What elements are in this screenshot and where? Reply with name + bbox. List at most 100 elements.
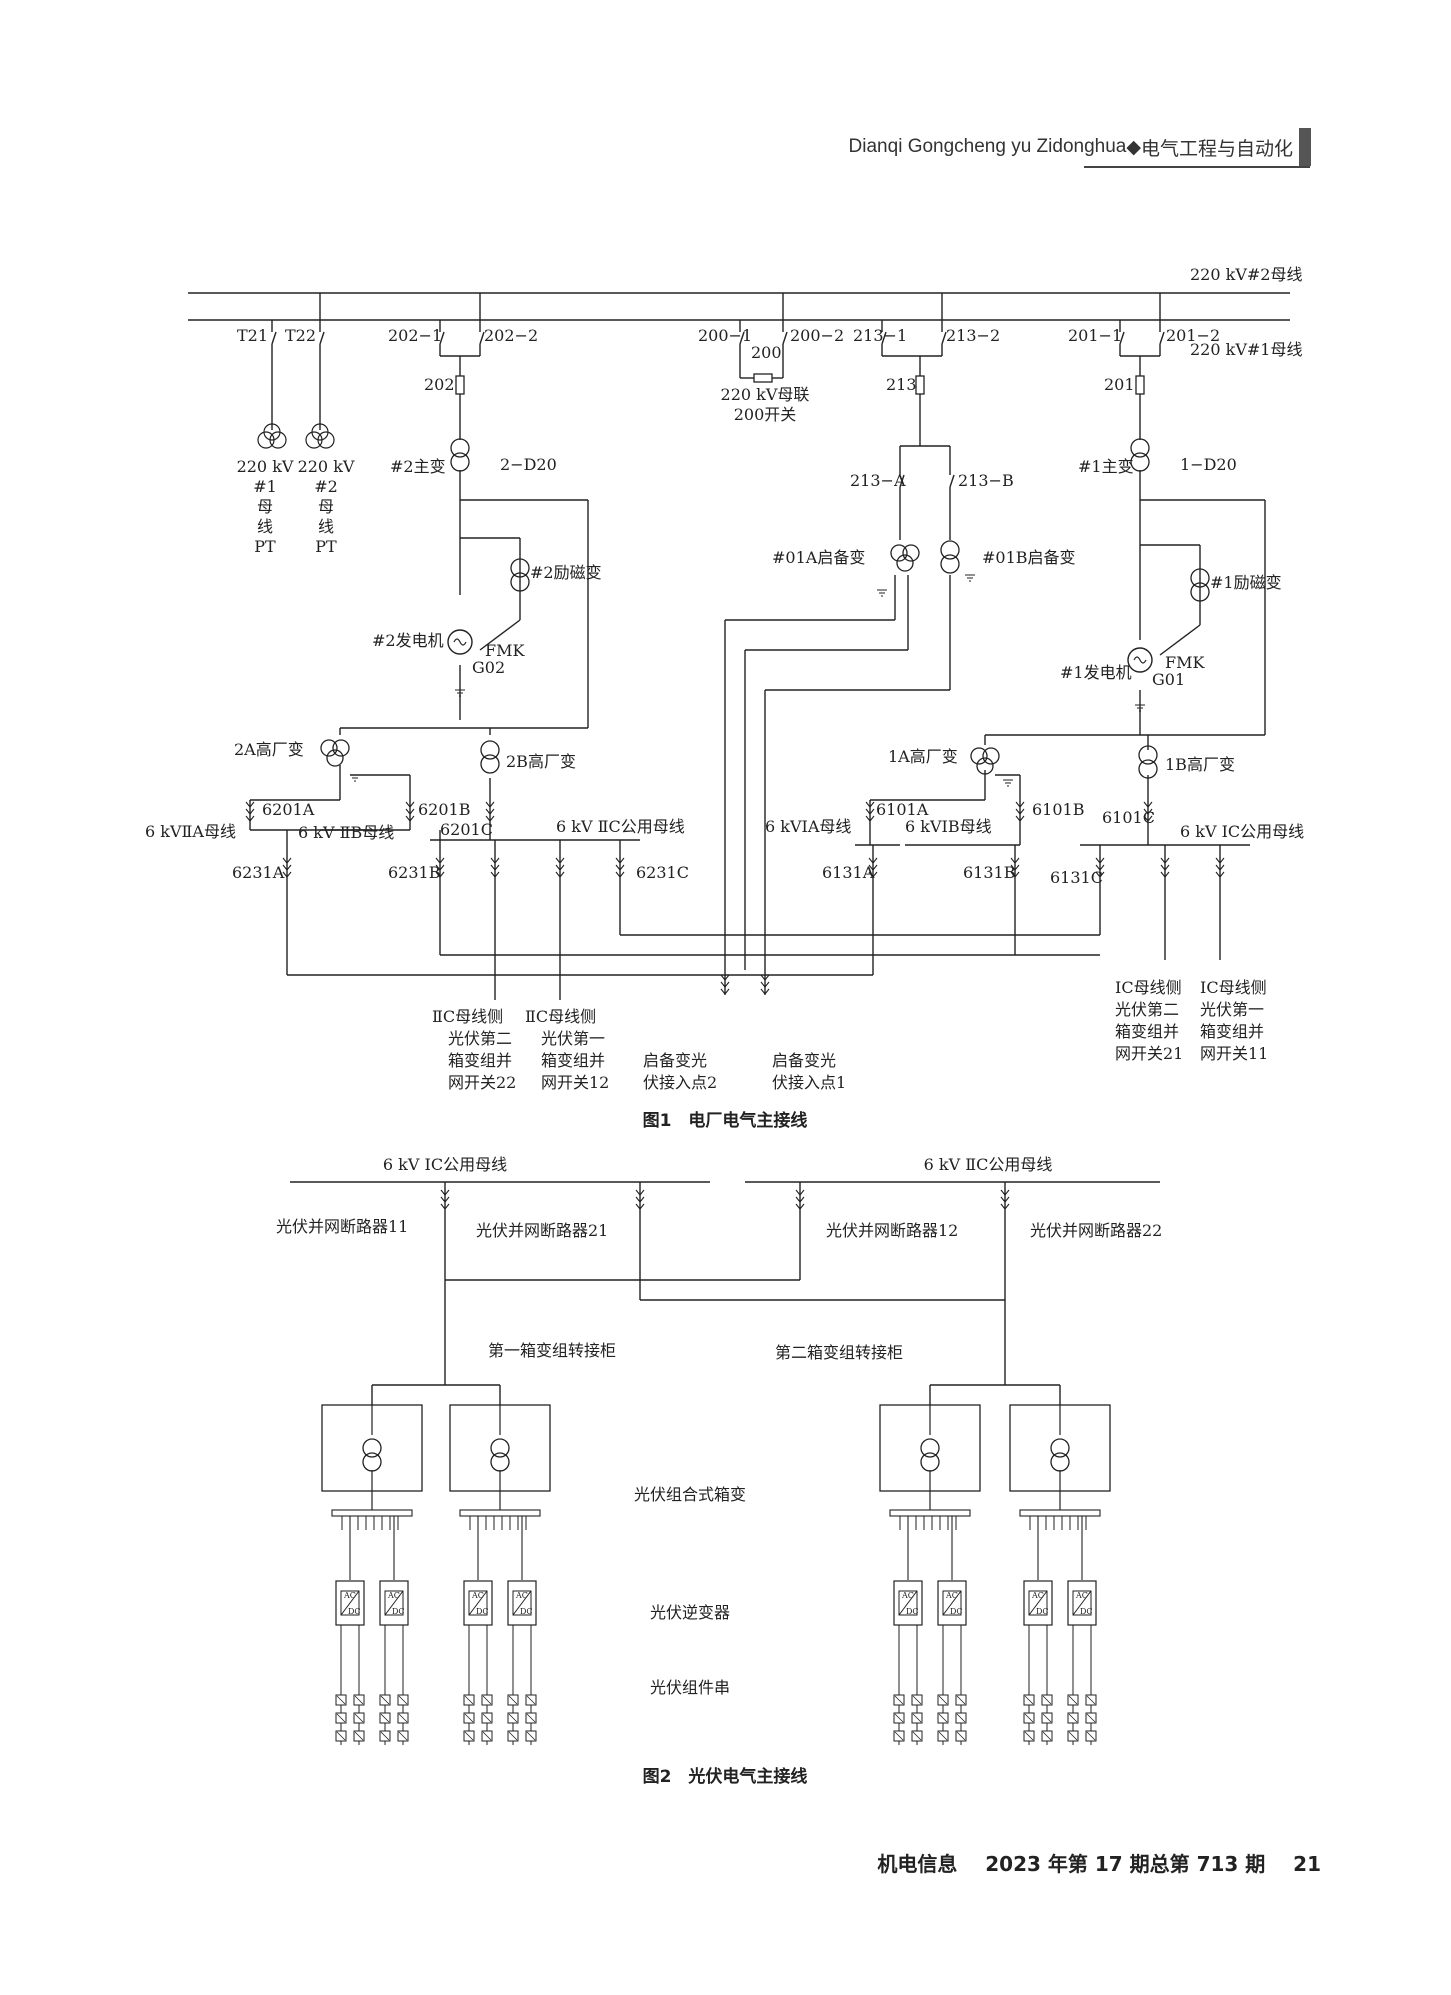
inverter-dc-label: DC: [906, 1607, 919, 1616]
out-IC11-line-3: 网开关11: [1200, 1044, 1268, 1063]
fig1-caption: 图1 电厂电气主接线: [643, 1110, 808, 1131]
out-IIC12-line-0: ⅡC母线侧: [525, 1007, 596, 1026]
bus-1-label: 220 kV#1母线: [1190, 340, 1302, 359]
aux-2A-label: 2A高厂变: [234, 740, 304, 759]
fig2-breaker-12: 光伏并网断路器12: [826, 1221, 958, 1240]
main-transformer-1: [1130, 438, 1150, 472]
switch-213-2: 213−2: [946, 326, 1000, 345]
cb-6131A: 6131A: [822, 863, 875, 882]
bus-IC-label: 6 kV ⅠC公用母线: [1180, 822, 1304, 841]
aux-transformer-2B: [480, 740, 500, 774]
header-pinyin: Dianqi Gongcheng yu Zidonghua: [848, 136, 1127, 157]
out-IIC12-line-1: 光伏第一: [541, 1029, 605, 1048]
cb-6131C: 6131C: [1050, 868, 1103, 887]
running-header: Dianqi Gongcheng yu Zidonghua◆电气工程与自动化: [849, 128, 1311, 166]
bus-IB-label: 6 kVⅠB母线: [905, 817, 992, 836]
aux-2B-label: 2B高厂变: [506, 752, 576, 771]
out-IIC22-line-3: 网开关22: [448, 1073, 516, 1092]
out-sp2-line-1: 伏接入点2: [643, 1073, 717, 1092]
pv-unit-3: AC DC AC DC: [879, 1404, 981, 1745]
out-IIC12-line-2: 箱变组并: [541, 1051, 605, 1070]
pt1-line-0: 220 kV: [237, 457, 294, 476]
generator-2-symbol: [447, 629, 473, 655]
fig2-breaker-11: 光伏并网断路器11: [276, 1217, 408, 1236]
breaker-213: [915, 375, 925, 395]
fig2-string: 光伏组件串: [650, 1678, 730, 1697]
out-IIC22: ⅡC母线侧 光伏第二 箱变组并 网开关22: [432, 1007, 516, 1092]
main-transformer-2-label: #2主变: [390, 457, 446, 476]
fig2-inverter: 光伏逆变器: [650, 1603, 730, 1622]
tie-label-1: 220 kV母联: [721, 385, 810, 404]
main-transformer-2: [450, 438, 470, 472]
out-sp1-line-0: 启备变光: [772, 1051, 836, 1070]
breaker-202: [455, 375, 465, 395]
footer-page: 21: [1293, 1852, 1321, 1876]
inverter-dc-label: DC: [520, 1607, 533, 1616]
cb-6101C: 6101C: [1102, 808, 1155, 827]
cb-6201C: 6201C: [440, 820, 493, 839]
inverter-ac-label: AC: [945, 1591, 958, 1600]
startup-01A-label: #01A启备变: [772, 548, 865, 567]
fig2-breaker-21: 光伏并网断路器21: [476, 1221, 608, 1240]
switch-T22: T22: [285, 326, 316, 345]
cb-6101A: 6101A: [876, 800, 929, 819]
fmk-2-label: FMK: [485, 641, 525, 660]
out-IIC22-line-2: 箱变组并: [448, 1051, 512, 1070]
breaker-202-label: 202: [424, 375, 455, 394]
tie-label-2: 200开关: [734, 405, 797, 424]
header-rule: [1084, 166, 1310, 168]
out-sp2: 启备变光 伏接入点2: [643, 1051, 717, 1092]
exciter-2-label: #2励磁变: [530, 563, 602, 582]
out-sp1: 启备变光 伏接入点1: [772, 1051, 846, 1092]
inverter-ac-label: AC: [515, 1591, 528, 1600]
header-separator: ◆: [1126, 136, 1141, 158]
fig2-cabinet-2: 第二箱变组转接柜: [775, 1343, 903, 1362]
pt1-line-4: PT: [254, 537, 276, 556]
generator-1-label: #1发电机: [1060, 663, 1132, 682]
bus-IIB-label: 6 kV ⅡB母线: [298, 823, 394, 842]
pt1-line-2: 母: [257, 497, 273, 516]
cb-6231B: 6231B: [388, 863, 440, 882]
grounding-symbols: [349, 574, 1146, 787]
inverter-dc-label: DC: [1080, 1607, 1093, 1616]
generator-1-symbol: [1127, 647, 1153, 673]
inverter-dc-label: DC: [392, 1607, 405, 1616]
out-IC11-line-2: 箱变组并: [1200, 1022, 1264, 1041]
d20-1-label: 1−D20: [1180, 455, 1237, 474]
pt2-line-3: 线: [318, 517, 334, 536]
pt2-line-2: 母: [318, 497, 334, 516]
out-IIC12-line-3: 网开关12: [541, 1073, 609, 1092]
inverter-ac-label: AC: [901, 1591, 914, 1600]
cb-6201B: 6201B: [418, 800, 470, 819]
cb-6231C: 6231C: [636, 863, 689, 882]
out-IC11-line-1: 光伏第一: [1200, 1000, 1264, 1019]
out-IC21-line-2: 箱变组并: [1115, 1022, 1179, 1041]
out-IIC12: ⅡC母线侧 光伏第一 箱变组并 网开关12: [525, 1007, 609, 1092]
inverter-ac-label: AC: [1075, 1591, 1088, 1600]
out-IC21: ⅠC母线侧 光伏第二 箱变组并 网开关21: [1115, 978, 1183, 1063]
breaker-200-label: 200: [751, 343, 782, 362]
switch-201-1: 201−1: [1068, 326, 1122, 345]
aux-transformer-1B: [1138, 745, 1158, 779]
startup-transformer-01A: [890, 544, 920, 572]
switch-T21: T21: [237, 326, 268, 345]
d20-2-label: 2−D20: [500, 455, 557, 474]
generator-2-label: #2发电机: [372, 631, 444, 650]
aux-transformer-2A: [320, 739, 350, 767]
inverter-ac-label: AC: [387, 1591, 400, 1600]
startup-transformer-01B: [940, 540, 960, 574]
out-IC11-line-0: ⅠC母线侧: [1200, 978, 1267, 997]
fig2-bus-IC: 6 kV ⅠC公用母线: [383, 1155, 507, 1174]
inverter-dc-label: DC: [476, 1607, 489, 1616]
out-IIC22-line-1: 光伏第二: [448, 1029, 512, 1048]
out-sp1-line-1: 伏接入点1: [772, 1073, 846, 1092]
inverter-dc-label: DC: [950, 1607, 963, 1616]
switch-202-1: 202−1: [388, 326, 442, 345]
cb-6201A: 6201A: [262, 800, 315, 819]
pt2-label: 220 kV #2 母 线 PT: [298, 457, 355, 556]
fig2-drawout-switches: [440, 1189, 1010, 1210]
